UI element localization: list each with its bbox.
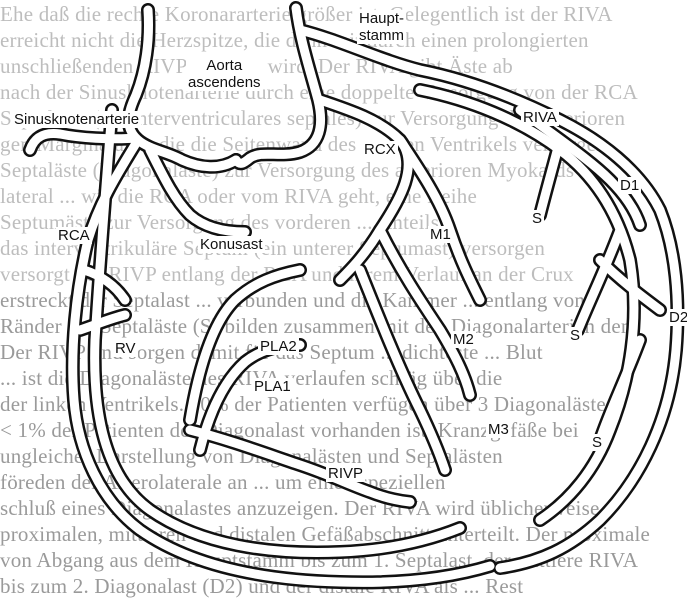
label-rcx: RCX (362, 141, 398, 158)
label-m3: M3 (486, 421, 511, 438)
label-pla2: PLA2 (258, 338, 299, 355)
label-hauptstamm-line2: stamm (359, 27, 404, 44)
label-konusast: Konusast (198, 236, 265, 253)
label-septal-s3: S (590, 434, 604, 451)
label-hauptstamm: Haupt- stamm (357, 10, 406, 44)
label-m1: M1 (428, 226, 453, 243)
m3-lumen (360, 270, 445, 470)
label-aorta-line1: Aorta (188, 57, 261, 74)
sinusknotenarterie-lumen (30, 134, 136, 150)
label-d2: D2 (667, 309, 687, 326)
label-septal-s2: S (568, 327, 582, 344)
label-sinusknotenarterie: Sinusknotenarterie (12, 111, 141, 128)
label-aorta-ascendens: Aorta ascendens (186, 57, 263, 91)
label-riva: RIVA (521, 109, 559, 126)
rivp-lumen (190, 430, 410, 502)
label-septal-s1: S (530, 210, 544, 227)
label-aorta-line2: ascendens (188, 74, 261, 91)
label-rv: RV (113, 340, 138, 357)
label-d1: D1 (618, 177, 641, 194)
label-rca: RCA (56, 227, 92, 244)
riva-inner-lumen (420, 90, 634, 520)
label-m2: M2 (451, 331, 476, 348)
rca-main-lumen (73, 140, 490, 582)
label-rivp: RIVP (326, 465, 365, 482)
label-hauptstamm-line1: Haupt- (359, 10, 404, 27)
label-pla1: PLA1 (252, 378, 293, 395)
rca-main-outline (73, 140, 490, 582)
